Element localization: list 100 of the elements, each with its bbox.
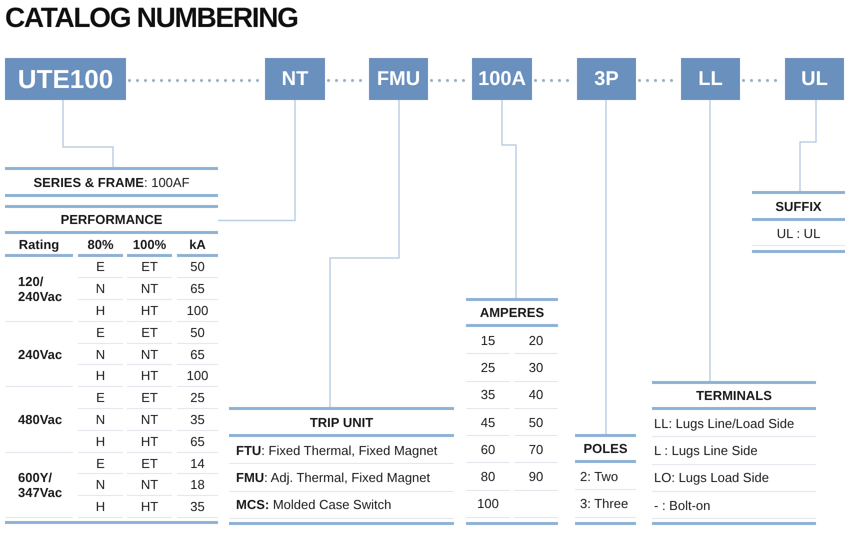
code-box <box>577 58 636 100</box>
spec-text: SERIES & FRAME: 100AF <box>33 174 190 190</box>
option-text: FTU: Fixed Thermal, Fixed Magnet <box>236 442 438 458</box>
spec-table <box>575 434 636 525</box>
table-cell: 18 <box>190 477 205 492</box>
column-header: Rating <box>18 236 60 252</box>
table-cell: 30 <box>528 360 544 375</box>
table-cell: N <box>96 346 106 362</box>
row-header: 120/ 240Vac <box>18 274 64 304</box>
table-heading: PERFORMANCE <box>60 212 162 227</box>
leader-line <box>62 100 114 167</box>
table-cell: 14 <box>190 456 205 471</box>
code-box <box>785 58 844 100</box>
table-cell: ET <box>141 390 158 406</box>
option-text: MCS: Molded Case Switch <box>236 497 392 512</box>
code-box <box>369 58 428 100</box>
table-cell: 65 <box>190 281 205 296</box>
table-cell: 35 <box>480 387 496 402</box>
row-header: 240Vac <box>18 346 62 362</box>
table-cell: 100 <box>477 496 499 512</box>
row-header: 480Vac <box>18 412 62 427</box>
table-cell: 25 <box>190 390 205 406</box>
table-cell: 80 <box>480 469 496 484</box>
leader-line <box>501 100 517 298</box>
row-header: 600Y/ 347Vac <box>18 470 64 500</box>
code-box <box>472 58 532 100</box>
table-heading: TRIP UNIT <box>310 414 374 430</box>
table-heading: TERMINALS <box>696 388 772 403</box>
leader-line <box>709 100 711 381</box>
leader-line <box>218 100 296 222</box>
code-box <box>681 58 740 100</box>
table-cell: 50 <box>190 324 205 340</box>
table-cell: 25 <box>480 360 496 375</box>
table-cell: 40 <box>528 387 544 402</box>
table-cell: 45 <box>480 414 496 430</box>
table-cell: NT <box>140 281 158 296</box>
table-cell: E <box>96 390 105 406</box>
table-cell: 90 <box>528 469 544 484</box>
table-cell: 100 <box>186 302 208 318</box>
spec-table <box>5 167 218 197</box>
option-text: 2: Two <box>580 468 618 484</box>
table-cell: HT <box>140 302 158 318</box>
code-text: UL <box>801 69 828 89</box>
table-heading: AMPERES <box>480 305 544 320</box>
table-cell: H <box>96 368 106 384</box>
code-box <box>5 58 126 100</box>
table-cell: HT <box>140 434 158 449</box>
option-text: 3: Three <box>580 496 628 511</box>
column-header: kA <box>189 236 206 252</box>
table-cell: 35 <box>190 412 205 427</box>
table-cell: ET <box>141 324 158 340</box>
table-cell: E <box>96 259 105 274</box>
spec-table <box>466 298 558 525</box>
table-cell: ET <box>141 456 158 471</box>
table-cell: N <box>96 412 106 427</box>
spec-table <box>752 191 845 253</box>
table-cell: 15 <box>480 332 496 348</box>
table-cell: H <box>96 434 106 449</box>
table-cell: N <box>96 477 106 492</box>
table-cell: 35 <box>190 499 205 514</box>
leader-line <box>605 100 607 434</box>
table-heading: SUFFIX <box>775 198 822 214</box>
table-cell: 65 <box>190 434 205 449</box>
table-cell: 100 <box>186 368 208 384</box>
table-cell: 60 <box>480 442 496 457</box>
table-cell: N <box>96 281 106 296</box>
option-text: LL: Lugs Line/Load Side <box>654 416 794 431</box>
table-cell: HT <box>140 499 158 514</box>
table-cell: E <box>96 324 105 340</box>
code-text: LL <box>698 69 723 89</box>
option-text: - : Bolt-on <box>654 498 710 513</box>
table-cell: 50 <box>528 414 544 430</box>
table-cell: 20 <box>528 332 544 348</box>
option-text: UL : UL <box>776 226 820 240</box>
option-text: FMU: Adj. Thermal, Fixed Magnet <box>236 470 430 485</box>
table-cell: H <box>96 302 106 318</box>
column-header: 80% <box>87 236 114 252</box>
table-cell: 70 <box>528 442 544 457</box>
spec-table <box>229 407 454 525</box>
code-text: 3P <box>594 69 619 89</box>
table-cell: H <box>96 499 106 514</box>
code-box <box>265 58 325 100</box>
code-text: 100A <box>478 69 526 89</box>
table-cell: HT <box>140 368 158 384</box>
table-cell: 50 <box>190 259 205 274</box>
code-text: FMU <box>376 69 420 89</box>
table-heading: POLES <box>583 441 628 456</box>
table-cell: NT <box>140 477 158 492</box>
column-header: 100% <box>132 236 166 252</box>
table-cell: E <box>96 456 105 471</box>
table-cell: NT <box>140 346 158 362</box>
code-text: NT <box>282 69 308 89</box>
table-cell: ET <box>141 259 158 274</box>
spec-table <box>652 381 816 525</box>
table-cell: 65 <box>190 346 205 362</box>
leader-line <box>329 100 400 407</box>
spec-table <box>5 205 218 524</box>
option-text: LO: Lugs Load Side <box>654 470 769 486</box>
leader-line <box>799 100 817 191</box>
table-cell: NT <box>140 412 158 427</box>
